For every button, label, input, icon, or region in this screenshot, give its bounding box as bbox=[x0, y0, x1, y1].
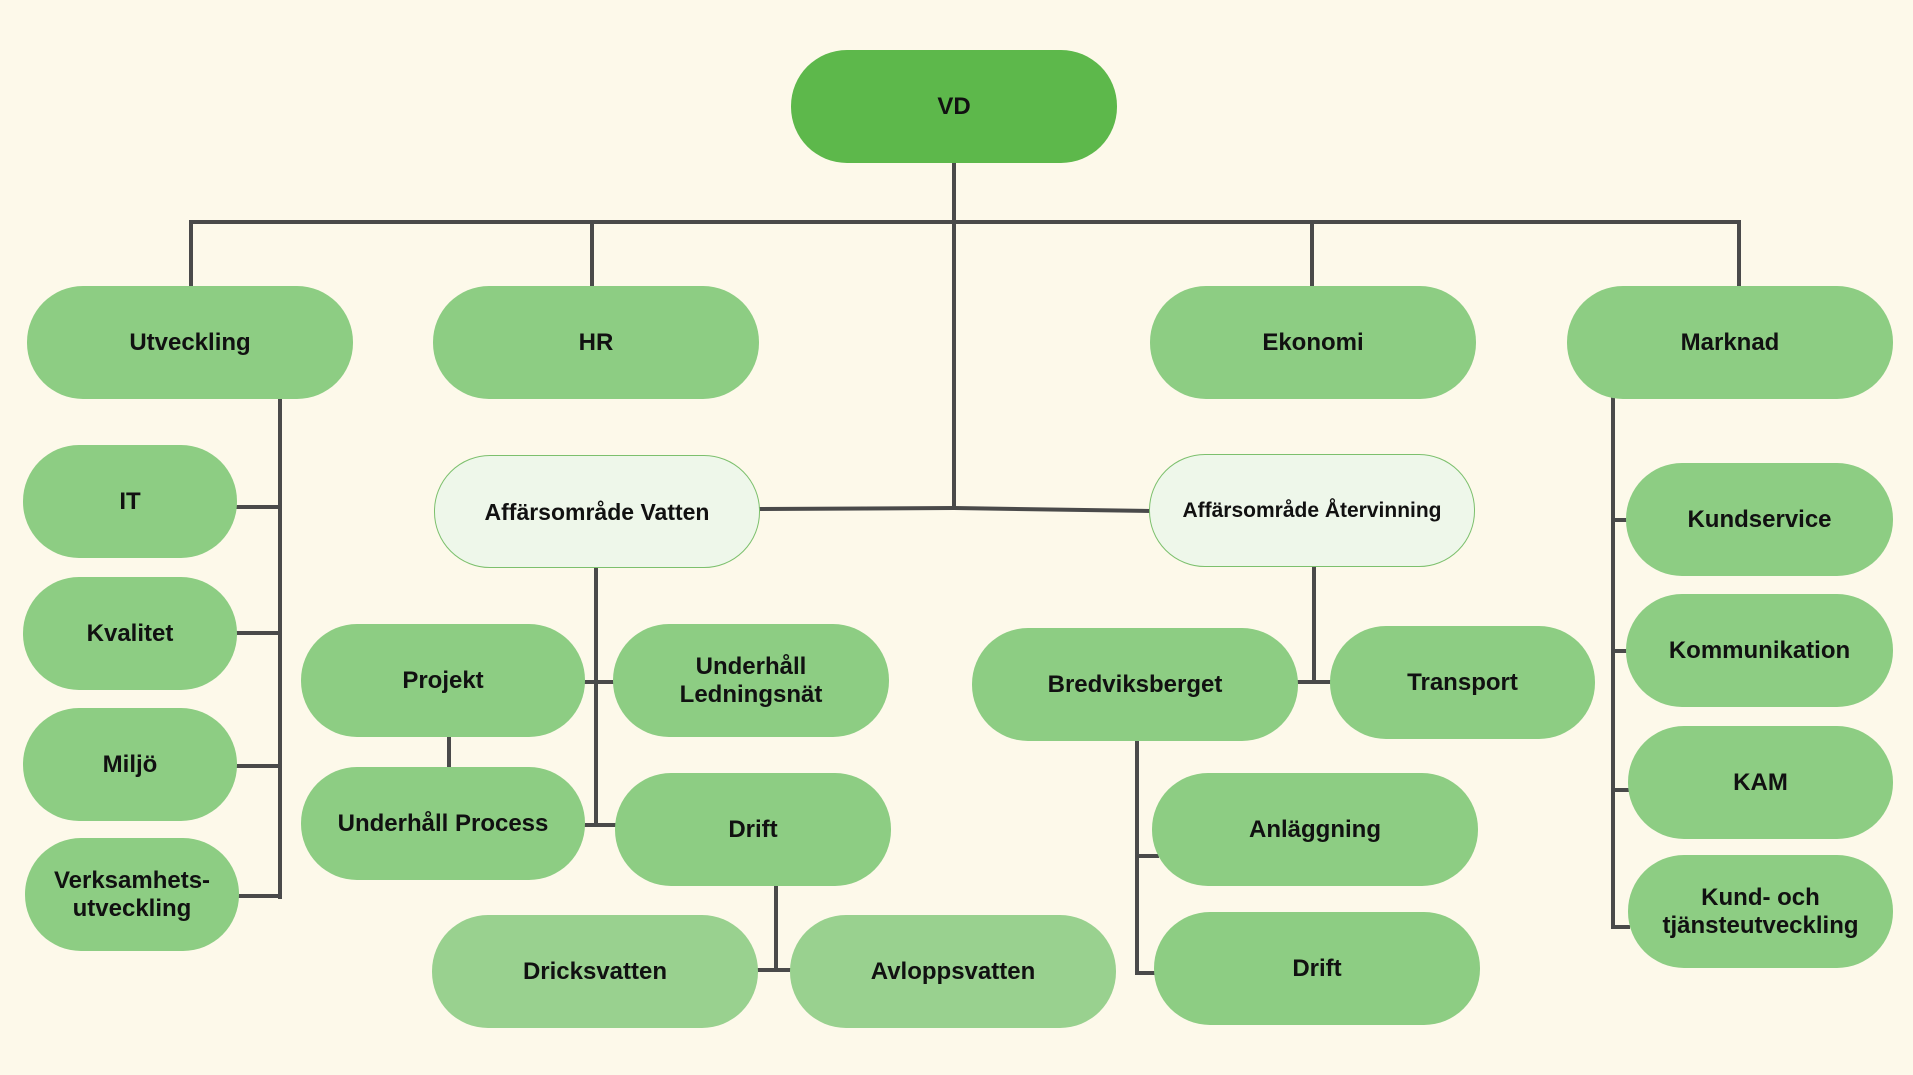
node-hr[interactable]: HR bbox=[433, 286, 759, 399]
node-underhall-ledningsnat[interactable]: Underhåll Ledningsnät bbox=[613, 624, 889, 737]
node-kommunikation[interactable]: Kommunikation bbox=[1626, 594, 1893, 707]
node-transport[interactable]: Transport bbox=[1330, 626, 1595, 739]
node-utveckling[interactable]: Utveckling bbox=[27, 286, 353, 399]
node-avloppsvatten[interactable]: Avloppsvatten bbox=[790, 915, 1116, 1028]
node-ekonomi[interactable]: Ekonomi bbox=[1150, 286, 1476, 399]
node-bredviksberget[interactable]: Bredviksberget bbox=[972, 628, 1298, 741]
node-drift-vatten[interactable]: Drift bbox=[615, 773, 891, 886]
node-kund-och-tjansteutveckling[interactable]: Kund- och tjänsteutveckling bbox=[1628, 855, 1893, 968]
node-marknad[interactable]: Marknad bbox=[1567, 286, 1893, 399]
node-dricksvatten[interactable]: Dricksvatten bbox=[432, 915, 758, 1028]
node-affarsomrade-atervinning[interactable]: Affärsområde Återvinning bbox=[1149, 454, 1475, 567]
node-miljo[interactable]: Miljö bbox=[23, 708, 237, 821]
node-verksamhetsutveckling[interactable]: Verksamhets- utveckling bbox=[25, 838, 239, 951]
node-drift-atervinning[interactable]: Drift bbox=[1154, 912, 1480, 1025]
node-kvalitet[interactable]: Kvalitet bbox=[23, 577, 237, 690]
node-anlaggning[interactable]: Anläggning bbox=[1152, 773, 1478, 886]
node-underhall-process[interactable]: Underhåll Process bbox=[301, 767, 585, 880]
node-projekt[interactable]: Projekt bbox=[301, 624, 585, 737]
node-kam[interactable]: KAM bbox=[1628, 726, 1893, 839]
node-vd[interactable]: VD bbox=[791, 50, 1117, 163]
node-kundservice[interactable]: Kundservice bbox=[1626, 463, 1893, 576]
connector-affarsomraden bbox=[757, 505, 1152, 514]
node-affarsomrade-vatten[interactable]: Affärsområde Vatten bbox=[434, 455, 760, 568]
node-it[interactable]: IT bbox=[23, 445, 237, 558]
